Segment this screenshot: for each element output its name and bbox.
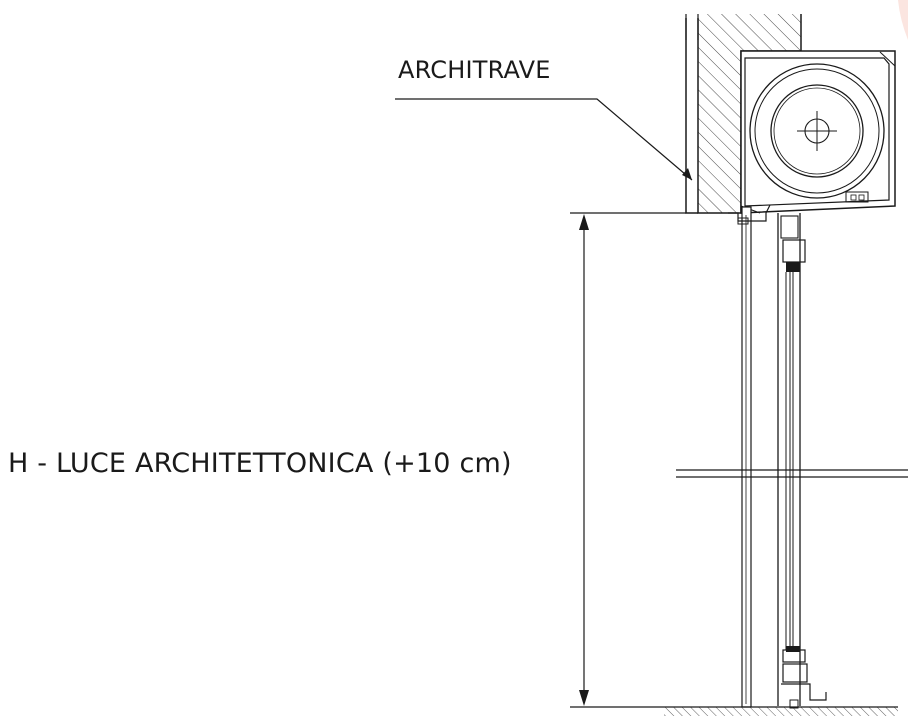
height-dimension-label: H - LUCE ARCHITETTONICA (+10 cm): [8, 448, 512, 479]
corner-accent: [898, 0, 908, 40]
architrave-leader-line: [395, 98, 693, 181]
architrave-wall: [685, 14, 802, 214]
height-dimension-line: [579, 214, 589, 706]
guide-rail: [728, 204, 771, 708]
shutter-frame: [777, 213, 827, 709]
architrave-label: ARCHITRAVE: [398, 56, 551, 84]
architrave-leader-arrow: [682, 168, 692, 180]
break-lines: [676, 469, 908, 478]
floor: [570, 706, 898, 716]
roller-drum: [749, 63, 885, 199]
roller-box: [740, 50, 896, 214]
